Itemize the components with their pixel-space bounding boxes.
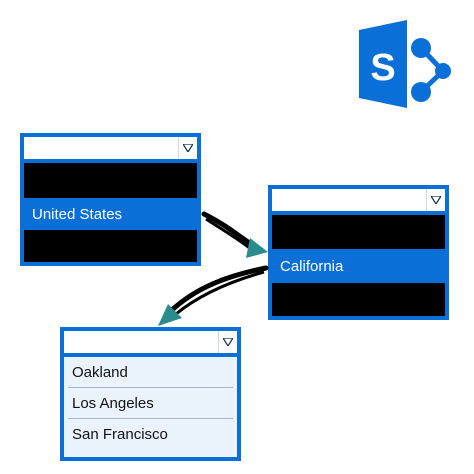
country-options: United States [24,163,197,262]
city-option-oakland[interactable]: Oakland [68,357,233,388]
arrow-state-to-city [169,265,269,313]
arrow-country-to-state [201,211,257,249]
country-dropdown[interactable]: United States [20,133,201,266]
city-options: Oakland Los Angeles San Francisco [64,357,237,457]
city-combo[interactable] [64,331,237,353]
state-combo[interactable] [272,189,445,211]
chevron-down-icon[interactable] [179,137,197,159]
state-option[interactable] [272,215,445,249]
country-input[interactable] [24,137,179,159]
sharepoint-logo-icon: S [359,20,451,108]
country-option[interactable] [24,230,197,262]
country-option-selected[interactable]: United States [24,198,197,230]
country-combo[interactable] [24,137,197,159]
country-option[interactable] [24,163,197,198]
arrow-head-icon [158,304,182,326]
chevron-down-icon[interactable] [219,331,237,353]
state-input[interactable] [272,189,427,211]
state-option[interactable] [272,283,445,316]
state-dropdown[interactable]: California [268,185,449,320]
city-option-san-francisco[interactable]: San Francisco [72,426,168,443]
city-input[interactable] [64,331,219,353]
arrow-head-icon [246,238,268,258]
state-options: California [272,215,445,316]
city-option-los-angeles[interactable]: Los Angeles [68,388,233,419]
state-option-selected[interactable]: California [272,249,445,283]
logo-letter: S [370,47,395,89]
chevron-down-icon[interactable] [427,189,445,211]
city-dropdown[interactable]: Oakland Los Angeles San Francisco [60,327,241,461]
